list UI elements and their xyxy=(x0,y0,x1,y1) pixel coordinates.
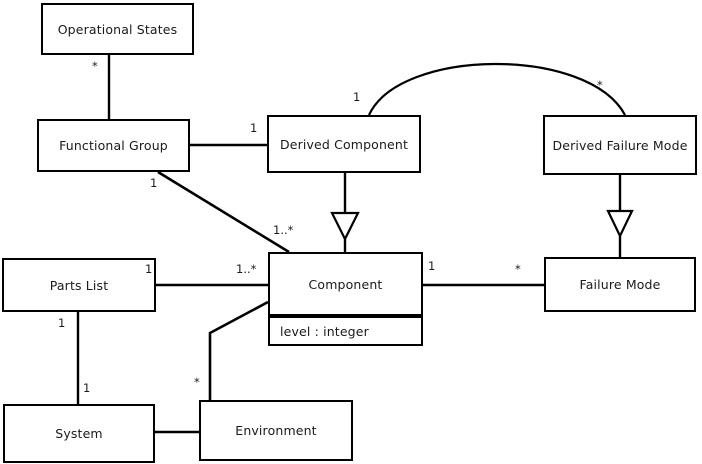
multiplicity-functional-group-derived-component: 1 xyxy=(250,121,258,135)
attribute-level-integer: level : integer xyxy=(280,323,369,339)
association-environment-component xyxy=(208,300,269,400)
class-box-derived-component[interactable]: Derived Component xyxy=(267,115,421,173)
association-derived-component-derived-failure-mode xyxy=(368,63,626,116)
association-functional-group-component xyxy=(157,170,290,254)
multiplicity-component-failure-mode-near-component: 1 xyxy=(428,259,436,273)
class-box-functional-group[interactable]: Functional Group xyxy=(37,119,190,172)
class-name-failure-mode: Failure Mode xyxy=(579,277,661,292)
generalization-triangle-derived-failure-mode-failure-mode xyxy=(606,209,634,239)
class-box-parts-list[interactable]: Parts List xyxy=(2,258,156,312)
multiplicity-parts-list-system-near-parts-list: 1 xyxy=(58,316,66,330)
generalization-triangle-derived-component-component xyxy=(330,211,360,242)
class-box-derived-failure-mode[interactable]: Derived Failure Mode xyxy=(543,115,697,175)
multiplicity-operational-states-functional-group: * xyxy=(92,59,98,73)
class-name-derived-component: Derived Component xyxy=(279,136,409,152)
multiplicity-derived-component-arc: 1 xyxy=(353,90,361,104)
multiplicity-component-functional-group: 1..* xyxy=(273,223,294,237)
multiplicity-parts-list-system-near-system: 1 xyxy=(83,381,91,395)
multiplicity-component-failure-mode-near-failure-mode: * xyxy=(515,262,521,276)
class-attributes-component[interactable]: level : integer xyxy=(268,316,423,346)
class-name-operational-states: Operational States xyxy=(57,21,178,37)
class-box-environment[interactable]: Environment xyxy=(199,400,353,461)
class-box-failure-mode[interactable]: Failure Mode xyxy=(544,257,696,312)
class-name-system: System xyxy=(55,426,103,441)
class-box-operational-states[interactable]: Operational States xyxy=(41,3,194,55)
class-box-component[interactable]: Component xyxy=(268,252,423,316)
multiplicity-derived-failure-mode-arc: * xyxy=(597,78,603,92)
class-name-parts-list: Parts List xyxy=(49,277,109,293)
multiplicity-functional-group-component: 1 xyxy=(150,176,158,190)
multiplicity-environment-component: * xyxy=(194,375,200,389)
class-name-component: Component xyxy=(308,276,383,292)
class-name-functional-group: Functional Group xyxy=(59,138,168,153)
multiplicity-parts-list-component-near-parts-list: 1 xyxy=(145,262,153,276)
class-name-environment: Environment xyxy=(235,423,317,438)
class-box-system[interactable]: System xyxy=(3,404,155,463)
class-name-derived-failure-mode: Derived Failure Mode xyxy=(552,137,688,153)
multiplicity-parts-list-component-near-component: 1..* xyxy=(236,262,257,276)
